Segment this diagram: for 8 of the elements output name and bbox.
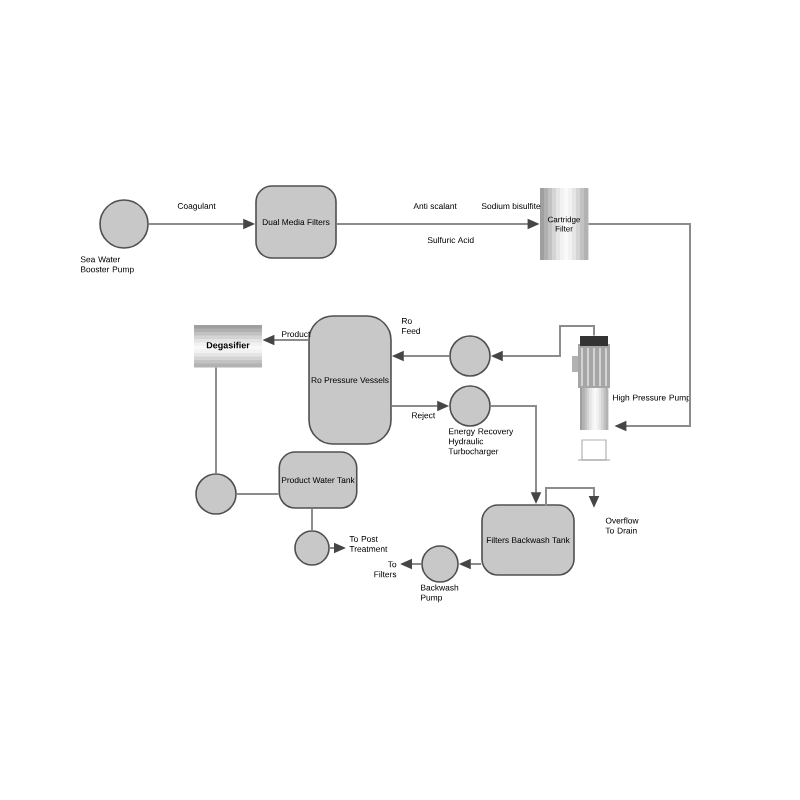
pump-circle: [99, 199, 149, 249]
pump-circle: [421, 545, 459, 583]
pump-circle: [195, 473, 237, 515]
pump-circle: [294, 530, 330, 566]
pump-circle: [449, 335, 491, 377]
pipe-arrow: [587, 223, 691, 432]
pump-drawing: [572, 336, 611, 461]
pump-circle: [449, 385, 491, 427]
